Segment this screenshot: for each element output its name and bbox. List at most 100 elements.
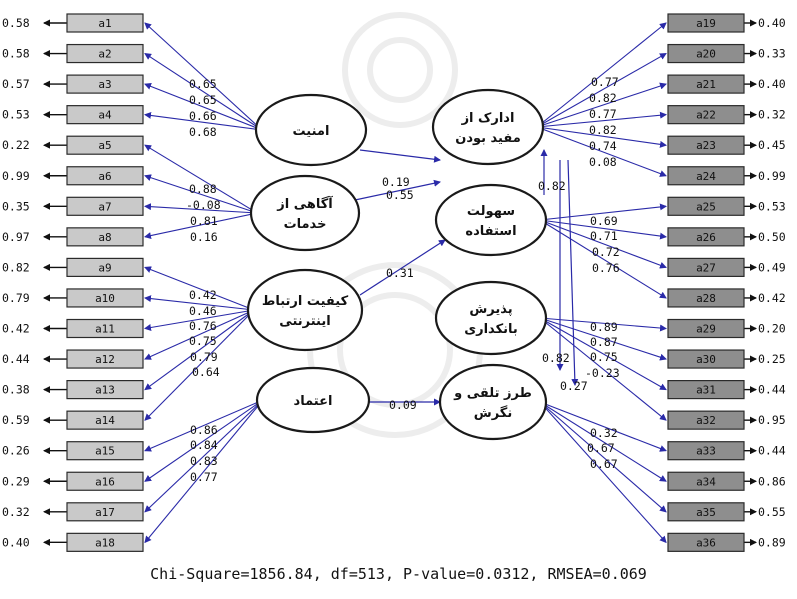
error-variance: 0.86 (758, 474, 786, 488)
loading-value: 0.72 (592, 245, 620, 259)
loading-arrow (539, 203, 667, 221)
loading-value: 0.76 (189, 319, 217, 333)
error-variance: 0.25 (758, 352, 786, 366)
loading-arrow (144, 83, 263, 131)
error-variance: 0.44 (758, 383, 786, 397)
path-coefficient: 0.27 (560, 379, 588, 393)
loading-value: 0.68 (189, 125, 217, 139)
indicator-label: a33 (696, 445, 716, 458)
error-variance: 0.26 (2, 444, 30, 458)
indicator-box-left (66, 196, 144, 216)
indicator-box-right (667, 532, 745, 552)
loading-arrow (144, 309, 255, 421)
indicator-label: a6 (98, 170, 111, 183)
loading-value: 0.08 (589, 155, 617, 169)
structural-path (567, 159, 579, 386)
loading-arrow (539, 317, 667, 361)
error-variance: 0.38 (2, 383, 30, 397)
error-variance: 0.32 (758, 108, 786, 122)
latent-variable (249, 174, 361, 252)
error-variance: 0.33 (758, 47, 786, 61)
error-variance: 0.53 (758, 199, 786, 213)
loading-arrow (539, 401, 667, 482)
indicator-label: a32 (696, 414, 716, 427)
loading-value: 0.82 (589, 91, 617, 105)
indicator-box-left (66, 13, 144, 33)
indicator-box-left (66, 227, 144, 247)
indicator-label: a36 (696, 536, 716, 549)
indicator-box-right (667, 410, 745, 430)
loading-value: -0.08 (186, 198, 221, 212)
structural-path (359, 149, 441, 163)
latent-variable (255, 366, 371, 434)
indicator-box-left (66, 257, 144, 277)
indicator-label: a21 (696, 78, 716, 91)
latent-variable (434, 280, 548, 356)
loading-value: 0.82 (589, 123, 617, 137)
loading-arrow (144, 53, 263, 131)
loading-arrow (539, 401, 667, 544)
indicator-box-right (667, 257, 745, 277)
indicator-label: a9 (98, 261, 111, 274)
error-variance: 0.99 (758, 169, 786, 183)
latent-label: بانکداری (464, 322, 518, 337)
loading-arrow (536, 22, 667, 128)
error-variance: 0.82 (2, 260, 30, 274)
loading-value: 0.32 (590, 426, 618, 440)
path-coefficient: 0.31 (386, 266, 414, 280)
latent-label: نگرش (474, 405, 512, 421)
error-variance: 0.89 (758, 535, 786, 549)
error-variance: 0.58 (2, 16, 30, 30)
indicator-label: a27 (696, 261, 716, 274)
loading-arrow (144, 203, 258, 214)
indicator-box-right (667, 13, 745, 33)
loading-arrow (144, 295, 255, 311)
indicator-box-right (667, 74, 745, 94)
loading-value: 0.67 (590, 457, 618, 471)
error-variance: 0.45 (758, 138, 786, 152)
loading-value: 0.79 (190, 350, 218, 364)
latent-label: اینترنتی (279, 314, 330, 329)
loading-arrow (144, 22, 263, 131)
indicator-box-left (66, 105, 144, 125)
indicator-box-right (667, 105, 745, 125)
loading-arrow (536, 111, 667, 128)
structural-path (354, 179, 441, 201)
loading-value: 0.77 (591, 75, 619, 89)
indicator-label: a35 (696, 506, 716, 519)
indicator-label: a3 (98, 78, 111, 91)
indicator-box-right (667, 349, 745, 369)
error-variance: 0.44 (758, 444, 786, 458)
indicator-label: a28 (696, 292, 716, 305)
structural-path (359, 239, 446, 296)
path-coefficient: 0.82 (538, 179, 566, 193)
error-variance: 0.29 (2, 474, 30, 488)
latent-variable (254, 93, 368, 167)
indicator-box-right (667, 196, 745, 216)
latent-label: استفاده (465, 224, 516, 239)
path-coefficient: 0.09 (389, 398, 417, 412)
indicator-box-left (66, 410, 144, 430)
error-variance: 0.35 (2, 199, 30, 213)
indicator-box-right (667, 502, 745, 522)
error-variance: 0.59 (2, 413, 30, 427)
loading-arrow (144, 309, 255, 360)
loading-value: 0.87 (590, 335, 618, 349)
indicator-box-left (66, 288, 144, 308)
indicator-box-right (667, 166, 745, 186)
indicator-label: a13 (95, 384, 115, 397)
loading-value: 0.84 (190, 438, 218, 452)
path-coefficient: 0.82 (542, 351, 570, 365)
indicator-box-left (66, 43, 144, 64)
indicator-label: a22 (696, 109, 716, 122)
error-variance: 0.42 (2, 322, 30, 336)
indicator-label: a2 (98, 48, 111, 61)
loading-value: 0.83 (190, 454, 218, 468)
error-variance: 0.49 (758, 260, 786, 274)
indicator-box-left (66, 349, 144, 369)
loading-value: 0.67 (587, 441, 615, 455)
latent-label: آگاهی از (276, 195, 333, 212)
indicator-box-left (66, 441, 144, 461)
loading-arrow (144, 399, 264, 482)
loading-arrow (144, 111, 263, 131)
